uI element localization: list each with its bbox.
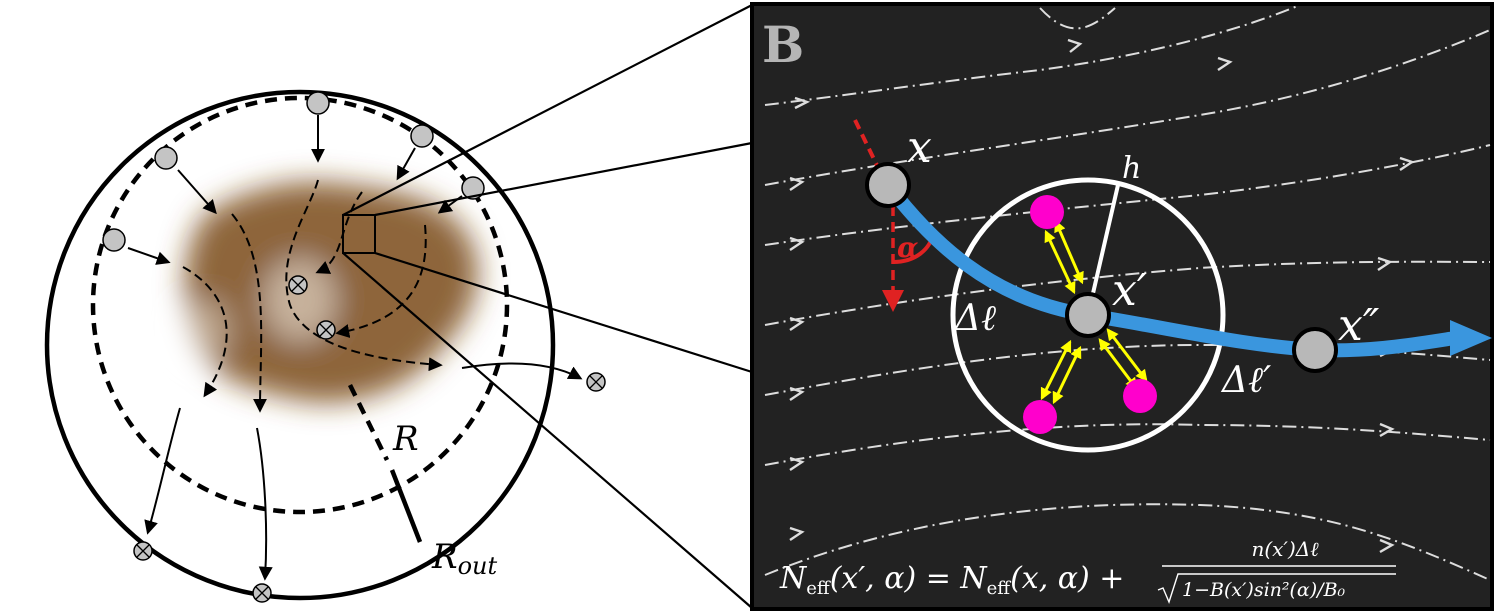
node-x-prime (1065, 292, 1111, 338)
injection-nodes (102, 91, 485, 252)
label-h: h (1122, 151, 1141, 186)
internal-trajectories (182, 179, 443, 413)
alpha-label: α (897, 231, 919, 264)
zoom-region-box (342, 214, 376, 254)
label-R-out: Rout (431, 537, 498, 580)
radius-R-line (347, 384, 390, 461)
label-delta-l: Δℓ (953, 298, 996, 339)
equation-lhs: Neff(x′, α) = Neff(x, α) + (779, 561, 1124, 599)
outer-boundary-circle (44, 89, 556, 601)
interaction-arrows (1040, 219, 1148, 405)
path-arrowhead (1450, 320, 1492, 356)
panel-a: R Rout (44, 89, 606, 603)
node-x-double-prime (1292, 327, 1338, 373)
path-nodes (865, 162, 1338, 373)
label-x-prime: x′ (1112, 265, 1147, 316)
zoom-connectors (342, 4, 753, 609)
panel-b-label: B (762, 15, 804, 74)
inner-dashed-circle (90, 95, 510, 515)
radius-Rout-line (389, 469, 423, 543)
label-x-double-prime: x″ (1338, 300, 1380, 351)
panel-b: α B x x′ x″ h Δℓ Δ (750, 2, 1494, 611)
equation-numerator: n(x′)Δℓ (1251, 537, 1319, 561)
neighborhood-circle (950, 177, 1226, 453)
equation-denominator: 1−B(x′)sin²(α)/B₀ (1182, 579, 1346, 601)
exit-markers (133, 275, 606, 603)
particle-path (881, 178, 1462, 358)
node-x (865, 162, 911, 208)
target-particles (1023, 195, 1157, 434)
equation: Neff(x′, α) = Neff(x, α) + n(x′)Δℓ 1−B(x… (779, 537, 1396, 604)
density-cloud (180, 181, 479, 403)
label-x: x (907, 122, 932, 173)
label-R: R (392, 419, 419, 459)
field-arrowhead (882, 290, 904, 312)
label-delta-l-prime: Δℓ′ (1220, 360, 1271, 401)
exit-arrows (144, 362, 583, 581)
sqrt-sign (1157, 573, 1396, 604)
